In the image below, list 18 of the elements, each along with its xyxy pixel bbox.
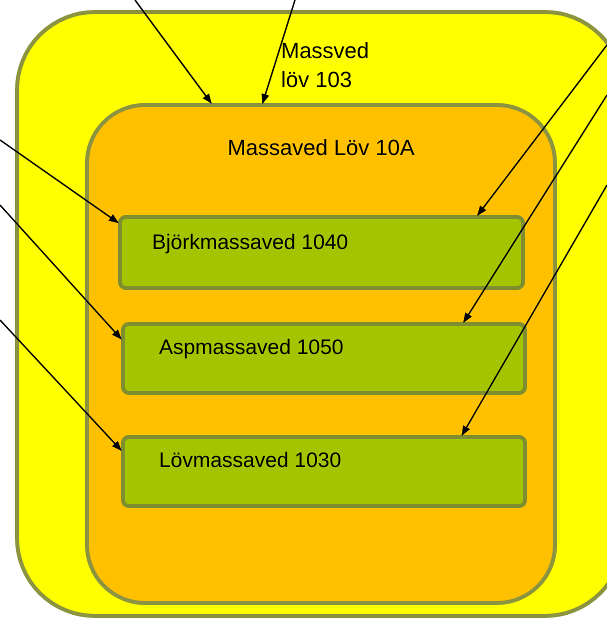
outer-group-box — [15, 10, 607, 618]
node-label: Massaved Löv 10A — [226, 134, 416, 162]
arrow — [461, 184, 607, 436]
arrow — [0, 204, 122, 340]
node-label: Massved löv 103 — [281, 37, 370, 94]
category-box — [121, 322, 527, 395]
node-label: Aspmassaved 1050 — [159, 335, 344, 361]
node-label: Björkmassaved 1040 — [152, 230, 348, 256]
node-label: Lövmassaved 1030 — [159, 448, 342, 474]
arrow — [262, 0, 296, 104]
arrow — [134, 0, 212, 104]
arrow — [477, 44, 607, 216]
category-box — [121, 435, 527, 508]
category-box — [118, 215, 525, 290]
group-box — [85, 103, 557, 605]
arrow — [463, 94, 607, 323]
arrow — [0, 139, 119, 224]
arrow — [0, 319, 122, 451]
